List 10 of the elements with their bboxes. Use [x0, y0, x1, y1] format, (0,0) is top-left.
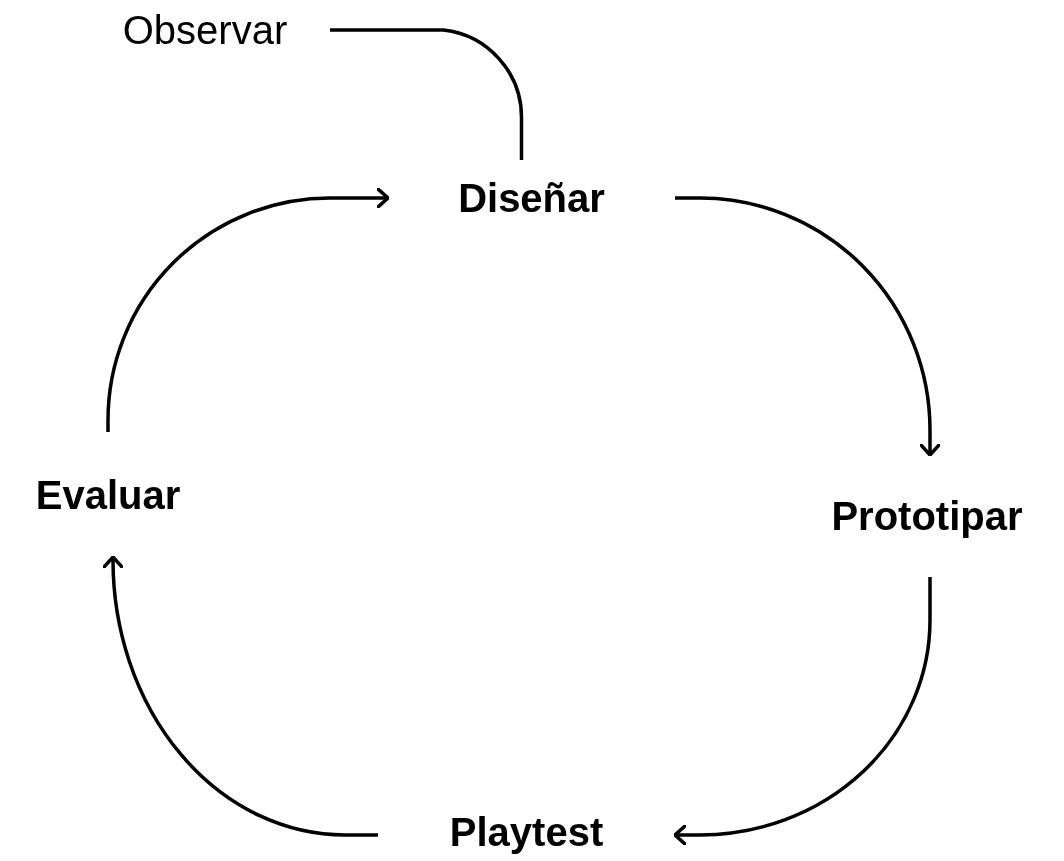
arrow [102, 555, 378, 837]
step-label: Playtest [449, 812, 604, 852]
step-label: Observar [122, 10, 288, 50]
step-label: Prototipar [831, 496, 1023, 536]
step-label: Diseñar [458, 178, 605, 218]
step-label: Evaluar [35, 474, 181, 515]
connector-line [330, 28, 524, 160]
arrow [675, 196, 941, 457]
arrow [673, 577, 932, 846]
arrow [106, 187, 390, 432]
